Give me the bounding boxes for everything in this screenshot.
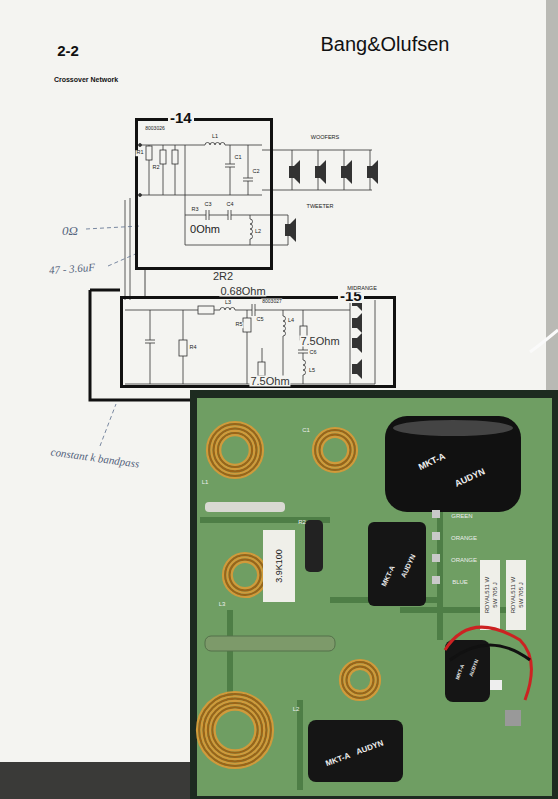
component-label: L3 [224, 300, 232, 306]
handwritten-value: 7.5Ohm [249, 376, 290, 387]
component-label: R1 [135, 150, 144, 156]
silkscreen-label: L1 [202, 479, 209, 485]
silkscreen-label: C1 [302, 427, 310, 433]
component-label: R2 [151, 165, 160, 171]
capacitor-marking: AUDYN [469, 659, 480, 677]
handwritten-value: 0Ohm [189, 224, 221, 235]
component-label: C2 [251, 169, 260, 175]
pcb-board [197, 398, 552, 796]
capacitor-marking: MKT-A [380, 564, 396, 587]
silkscreen-label: L3 [219, 601, 226, 607]
resistor-marking: 5W 705 J [492, 582, 498, 607]
resistor-marking: 3.9K100 [275, 549, 284, 583]
brand-logo: Bang&Olufsen [321, 34, 450, 54]
component-label: L4 [287, 318, 295, 324]
component-label: L1 [211, 134, 219, 140]
terminal-label: ORANGE [451, 535, 477, 541]
handwritten-value: 2R2 [212, 271, 234, 282]
air-core-coils [197, 422, 380, 768]
terminal-label: BLUE [452, 579, 468, 585]
component-label: R3 [190, 207, 199, 213]
speaker-group-label: WOOFERS [310, 135, 340, 141]
section-title: Crossover Network [54, 76, 118, 83]
handwritten-note: constant k bandpass [49, 446, 141, 470]
component-label: C3 [203, 202, 212, 208]
component-label: R5 [234, 322, 243, 328]
component-label: L2 [254, 229, 262, 235]
component-label: C6 [308, 350, 317, 356]
capacitor-marking: AUDYN [454, 467, 487, 489]
schematic-15 [125, 300, 375, 384]
component-label: C4 [225, 202, 234, 208]
component-label: C1 [233, 155, 242, 161]
silkscreen-label: R2 [298, 519, 306, 525]
board-number: -14 [168, 110, 194, 125]
handwritten-value: 0.68Ohm [219, 286, 266, 297]
component-label: R4 [188, 345, 197, 351]
page-number: 2-2 [57, 43, 79, 58]
part-number: 8003026 [144, 126, 165, 131]
resistor-marking: RDYAL511 W [510, 577, 516, 613]
capacitor-marking: AUDYN [400, 553, 417, 579]
capacitor-marking: MKT-A [455, 664, 465, 681]
leader-lines [86, 226, 140, 446]
capacitor-marking: MKT-A [325, 752, 352, 768]
component-label: C5 [255, 317, 264, 323]
component-label: L5 [308, 368, 316, 374]
terminal-label: ORANGE [451, 557, 477, 563]
silkscreen-label: L2 [293, 706, 300, 712]
handwritten-note: 47 - 3.6uF [48, 262, 97, 276]
speaker-label: TWEETER [306, 204, 335, 210]
crossover-board-box: -15 [120, 296, 396, 388]
resistor-marking: RDYAL511 W [484, 577, 490, 613]
crossover-board-box: -14 [135, 118, 273, 270]
capacitor-marking: AUDYN [355, 739, 384, 756]
terminal-label: GREEN [451, 513, 472, 519]
speaker-group-label: MIDRANGE [346, 286, 378, 292]
speaker-symbols [285, 160, 378, 242]
resistor-marking: 5W 705 J [518, 582, 524, 607]
schematic-14 [139, 143, 373, 246]
signal-wire [145, 270, 146, 296]
handwritten-note: 0Ω [61, 224, 79, 237]
part-number: 8003027 [261, 299, 282, 304]
handwritten-value: 7.5Ohm [299, 336, 340, 347]
capacitor-marking: MKT-A [417, 452, 447, 472]
